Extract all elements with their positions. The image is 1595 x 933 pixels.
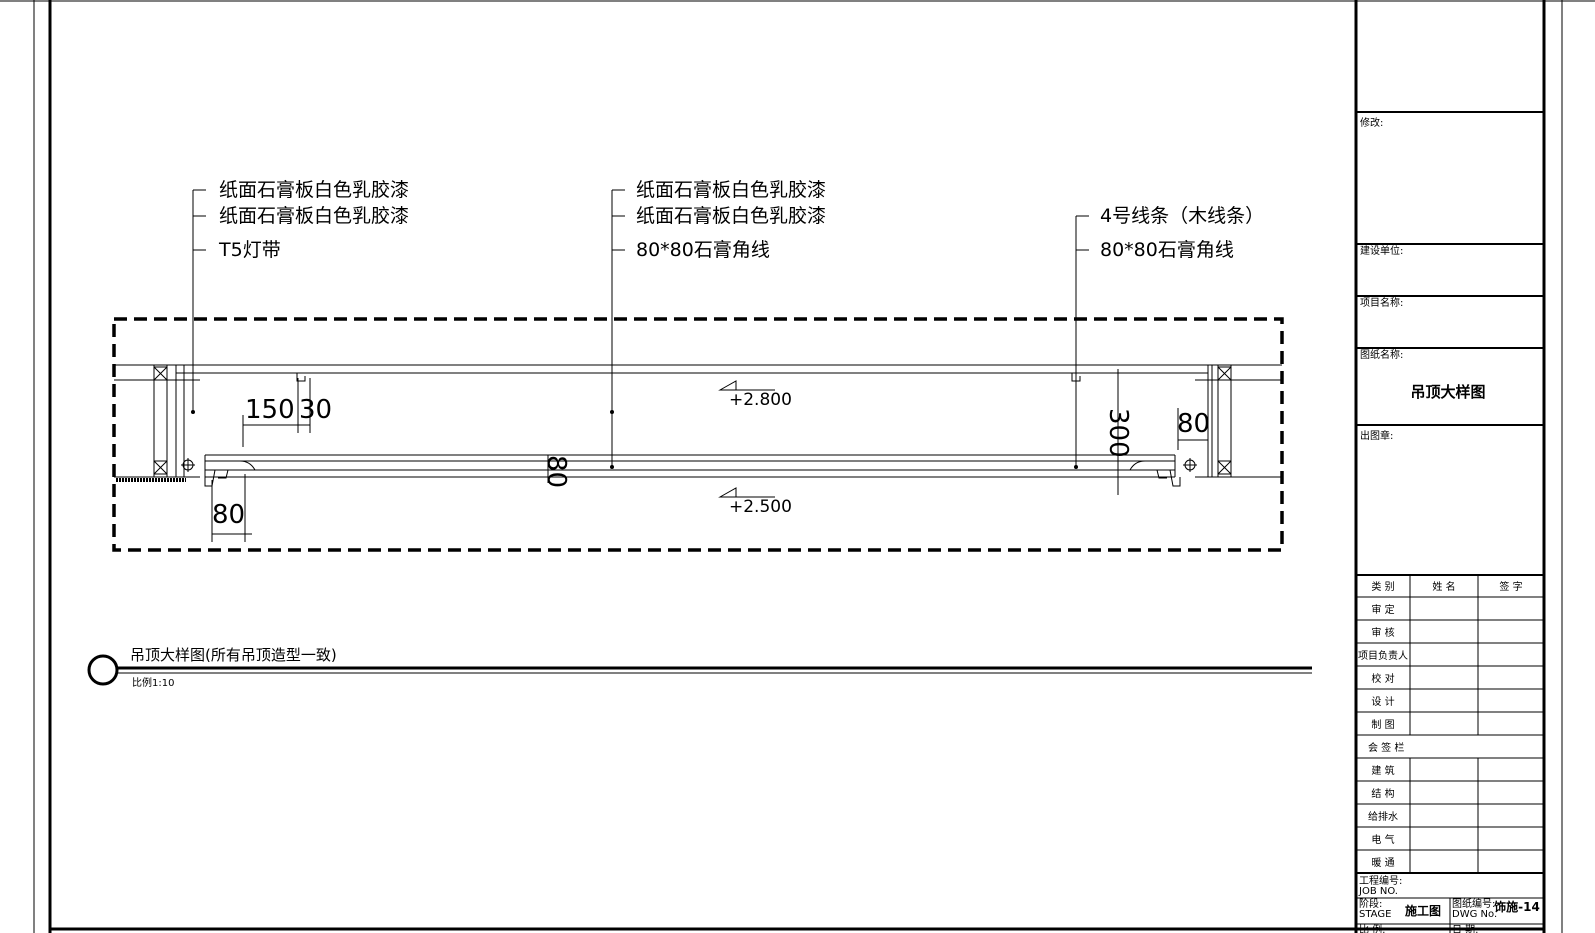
discipline-hvac: 暖 通 (1371, 856, 1394, 869)
drawing-name: 吊顶大样图 (1410, 383, 1485, 401)
date-label: 日 期: (1452, 924, 1479, 933)
callouts-center: 纸面石膏板白色乳胶漆 纸面石膏板白色乳胶漆 80*80石膏角线 (636, 178, 826, 261)
discipline-structure: 结 构 (1371, 787, 1394, 800)
detail-scale: 比例1:10 (132, 676, 174, 689)
role-review: 审 核 (1371, 626, 1394, 639)
discipline-electrical: 电 气 (1371, 833, 1394, 846)
dim-80-bottom: 80 (212, 500, 245, 530)
dim-80-mid: 80 (541, 455, 571, 488)
elevation-upper: +2.800 (729, 390, 792, 410)
discipline-plumbing: 给排水 (1368, 810, 1398, 823)
callout-center-2: 纸面石膏板白色乳胶漆 (636, 204, 826, 227)
dim-300: 300 (1103, 408, 1133, 458)
callout-right-1: 4号线条（木线条） (1100, 205, 1264, 227)
callout-center-1: 纸面石膏板白色乳胶漆 (636, 178, 826, 201)
role-design: 设 计 (1371, 695, 1394, 708)
dim-30: 30 (299, 395, 332, 425)
dim-80-right: 80 (1177, 409, 1210, 439)
callout-left-3: T5灯带 (218, 239, 281, 261)
dimensions: 150 30 80 80 300 80 (212, 395, 1210, 530)
col-category: 类 别 (1371, 580, 1394, 593)
scale-label: 比 例: (1359, 923, 1386, 933)
callout-right-2: 80*80石膏角线 (1100, 238, 1234, 261)
drawing-name-label: 图纸名称: (1360, 348, 1403, 361)
countersign-label: 会 签 栏 (1368, 741, 1404, 754)
detail-title: 吊顶大样图(所有吊顶造型一致) (130, 646, 337, 664)
dwg-no-en: DWG No. (1452, 909, 1497, 920)
role-approve: 审 定 (1371, 603, 1394, 616)
title-block-text: 修改: 建设单位: 项目名称: 图纸名称: 吊顶大样图 出图章: 类 别 姓 名… (1358, 116, 1540, 933)
col-sign: 签 字 (1499, 580, 1522, 593)
dwg-no-value: 饰施-14 (1494, 899, 1540, 914)
ceiling-detail-drawing (112, 189, 1284, 552)
issue-stamp-label: 出图章: (1360, 429, 1393, 442)
stage-en: STAGE (1359, 909, 1391, 920)
callout-center-3: 80*80石膏角线 (636, 238, 770, 261)
callouts-left: 纸面石膏板白色乳胶漆 纸面石膏板白色乳胶漆 T5灯带 (218, 178, 409, 261)
callout-left-1: 纸面石膏板白色乳胶漆 (219, 178, 409, 201)
detail-marker-circle (87, 654, 119, 686)
role-drafting: 制 图 (1371, 718, 1394, 731)
client-label: 建设单位: (1360, 244, 1403, 257)
detail-caption: 吊顶大样图(所有吊顶造型一致) 比例1:10 (87, 646, 1312, 689)
project-label: 项目名称: (1360, 296, 1403, 309)
stage-value: 施工图 (1405, 903, 1441, 918)
role-project-lead: 项目负责人 (1358, 649, 1408, 662)
elevation-lower: +2.500 (729, 497, 792, 517)
dim-150: 150 (245, 395, 295, 425)
role-check: 校 对 (1371, 672, 1394, 685)
discipline-architecture: 建 筑 (1371, 764, 1394, 777)
job-no-en: JOB NO. (1358, 886, 1398, 897)
dwg-no-label: 图纸编号: (1452, 897, 1495, 910)
callout-left-2: 纸面石膏板白色乳胶漆 (219, 204, 409, 227)
detail-dashed-frame (112, 317, 1284, 552)
stage-label: 阶段: (1359, 897, 1382, 910)
col-name: 姓 名 (1432, 580, 1455, 593)
job-no-label: 工程编号: (1359, 874, 1402, 887)
title-block (1356, 111, 1544, 933)
callouts-right: 4号线条（木线条） 80*80石膏角线 (1100, 205, 1264, 261)
revision-label: 修改: (1360, 116, 1383, 129)
ceiling-section (114, 189, 1282, 542)
